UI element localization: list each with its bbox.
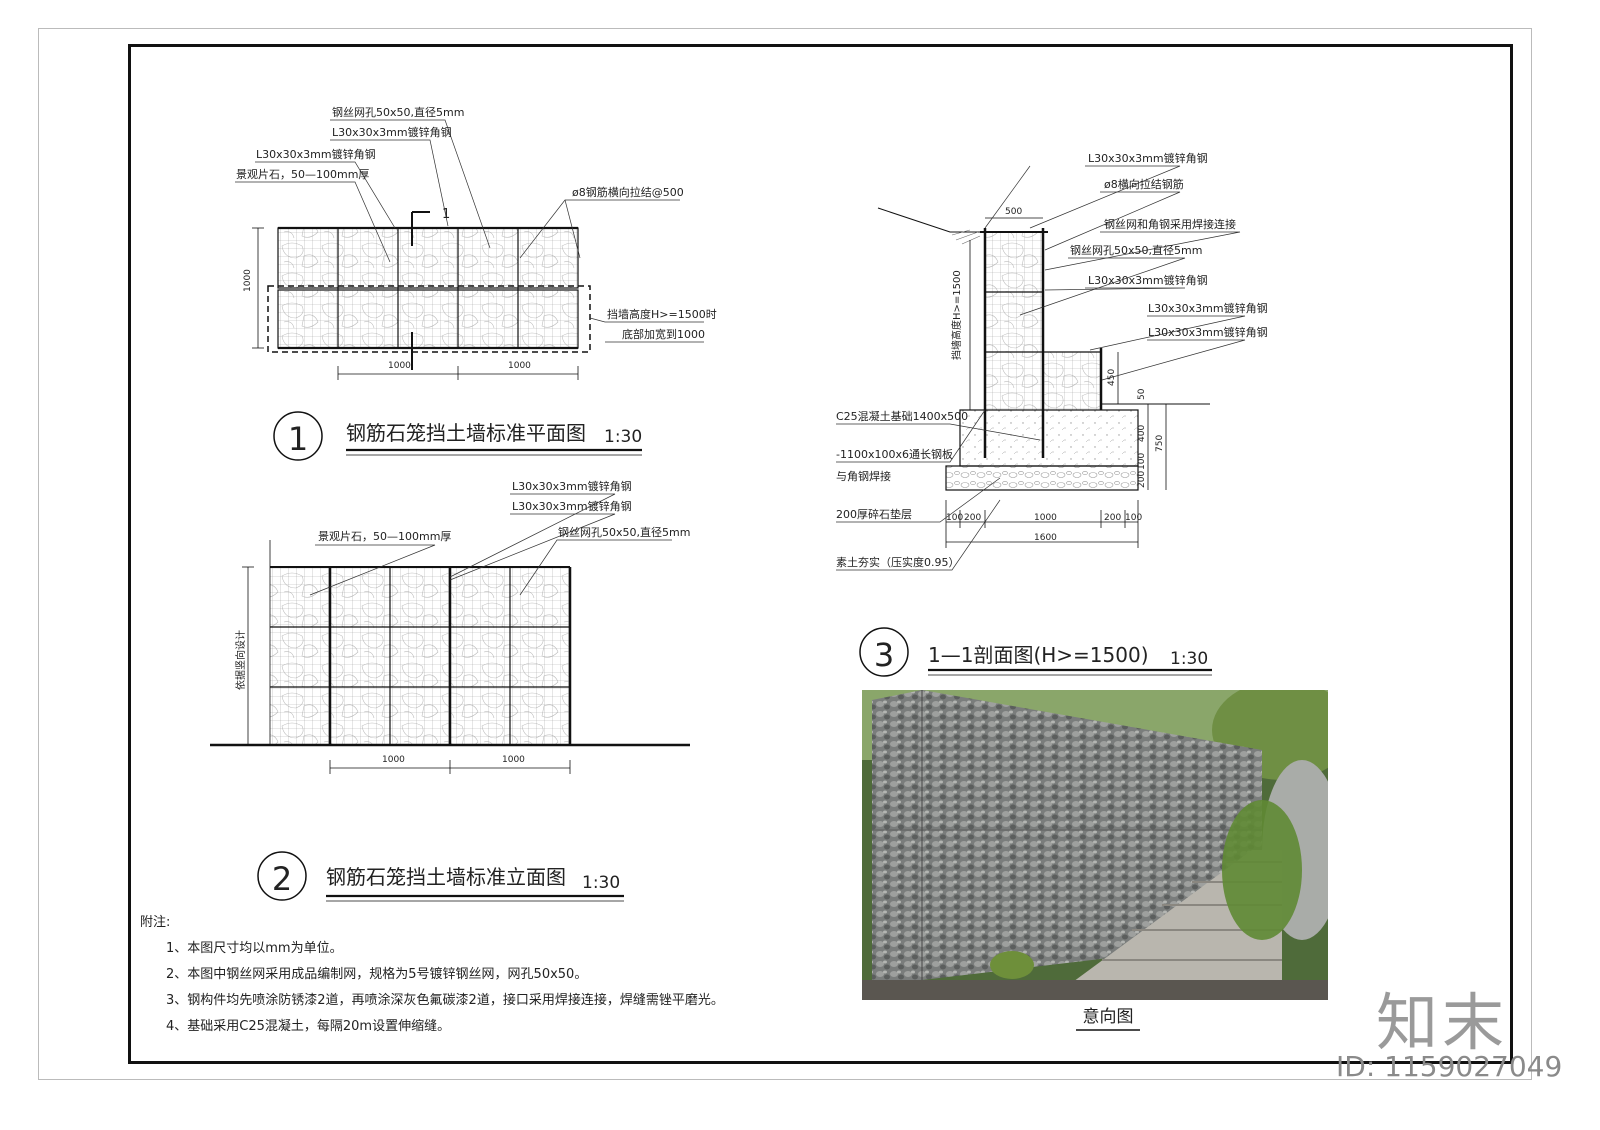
sec-label-plate2: 与角钢焊接	[836, 469, 891, 483]
notes-block: 附注: 1、本图尺寸均以mm为单位。 2、本图中钢丝网采用成品编制网，规格为5号…	[140, 910, 724, 1040]
sec-label-weld: 钢丝网和角钢采用焊接连接	[1104, 217, 1236, 231]
elevation-drawing	[210, 493, 690, 774]
elev-number: 2	[272, 860, 292, 898]
elev-number-circle	[257, 851, 307, 901]
sec-label-foundation: C25混凝土基础1400x500	[836, 409, 968, 423]
drawing-frame	[128, 44, 1513, 1064]
sec-dim-b200a: 200	[964, 513, 981, 523]
plan-label-stone: 景观片石，50—100mm厚	[236, 168, 369, 181]
sec-label-gravel: 200厚碎石垫层	[836, 507, 912, 521]
sec-dim-400: 400	[1137, 425, 1147, 442]
note-item: 2、本图中钢丝网采用成品编制网，规格为5号镀锌钢丝网，网孔50x50。	[166, 967, 588, 982]
sec-label-angle-r1: L30x30x3mm镀锌角钢	[1148, 301, 1268, 315]
sec-label-soil: 素土夯实（压实度0.95）	[836, 555, 960, 569]
photo-caption: 意向图	[1083, 1007, 1134, 1027]
elev-dim-2: 1000	[502, 755, 525, 765]
section-drawing	[836, 165, 1246, 571]
note-item: 1、本图尺寸均以mm为单位。	[166, 941, 343, 956]
sec-dim-200: 200	[1137, 471, 1147, 488]
sec-number-circle	[859, 627, 909, 677]
sec-dim-100: 100	[1137, 453, 1147, 470]
elev-label-angle-b: L30x30x3mm镀锌角钢	[512, 499, 632, 513]
sec-dim-750: 750	[1155, 435, 1165, 452]
plan-dim-2: 1000	[508, 361, 531, 371]
sec-dim-b100a: 100	[946, 513, 963, 523]
gabion-wall-image	[862, 690, 1328, 1000]
plan-label-mesh: 钢丝网孔50x50,直径5mm	[332, 105, 464, 119]
sec-label-angle-top: L30x30x3mm镀锌角钢	[1088, 151, 1208, 165]
sec-dim-b1000: 1000	[1034, 513, 1057, 523]
notes-heading: 附注:	[140, 915, 171, 930]
elev-dim-1: 1000	[382, 755, 405, 765]
elev-title: 钢筋石笼挡土墙标准立面图	[326, 865, 566, 889]
plan-section-mark: 1	[442, 207, 450, 222]
plan-dim-height: 1000	[243, 269, 253, 292]
elev-label-stone: 景观片石，50—100mm厚	[318, 530, 451, 543]
elev-label-angle-a: L30x30x3mm镀锌角钢	[512, 479, 632, 493]
sec-dim-450: 450	[1107, 369, 1117, 386]
note-item: 4、基础采用C25混凝土，每隔20m设置伸缩缝。	[166, 1019, 451, 1034]
note-item: 3、钢构件均先喷涂防锈漆2道，再喷涂深灰色氟碳漆2道，接口采用焊接连接，焊缝需锉…	[166, 993, 724, 1008]
brand-logo: 知末	[1376, 986, 1509, 1059]
sec-dim-b200b: 200	[1104, 513, 1121, 523]
plan-number-circle	[273, 411, 323, 461]
elev-scale: 1:30	[582, 873, 620, 893]
plan-title: 钢筋石笼挡土墙标准平面图	[346, 421, 586, 445]
elev-label-mesh: 钢丝网孔50x50,直径5mm	[558, 525, 690, 539]
sec-label-plate: -1100x100x6通长钢板	[836, 447, 953, 461]
sec-label-angle-r2: L30x30x3mm镀锌角钢	[1148, 325, 1268, 339]
sec-dim-50: 50	[1137, 388, 1147, 400]
sec-scale: 1:30	[1170, 649, 1208, 669]
plan-note-2: 底部加宽到1000	[622, 327, 705, 341]
plan-number: 1	[288, 420, 308, 458]
sec-dim-b1600: 1600	[1034, 533, 1057, 543]
sec-label-angle-mid: L30x30x3mm镀锌角钢	[1088, 273, 1208, 287]
plan-drawing	[235, 119, 704, 380]
sec-dim-b100b: 100	[1125, 513, 1142, 523]
plan-label-angle-a: L30x30x3mm镀锌角钢	[332, 125, 452, 139]
outer-frame	[38, 28, 1532, 1080]
sec-label-height: 挡墙高度H>=1500	[950, 270, 963, 360]
sec-label-tie: ø8横向拉结钢筋	[1104, 177, 1184, 191]
plan-scale: 1:30	[604, 427, 642, 447]
elev-label-height: 依据竖向设计	[234, 630, 247, 690]
sec-dim-500: 500	[1005, 207, 1022, 217]
asset-id: ID: 1159027049	[1336, 1050, 1563, 1083]
plan-dim-1: 1000	[388, 361, 411, 371]
sec-title: 1—1剖面图(H>=1500)	[928, 643, 1149, 667]
plan-note-1: 挡墙高度H>=1500时	[607, 307, 717, 321]
plan-label-tie: ø8钢筋横向拉结@500	[572, 185, 684, 199]
sec-label-mesh: 钢丝网孔50x50,直径5mm	[1070, 243, 1202, 257]
reference-photo	[862, 690, 1328, 1000]
sec-number: 3	[874, 636, 894, 674]
plan-label-angle-b: L30x30x3mm镀锌角钢	[256, 147, 376, 161]
